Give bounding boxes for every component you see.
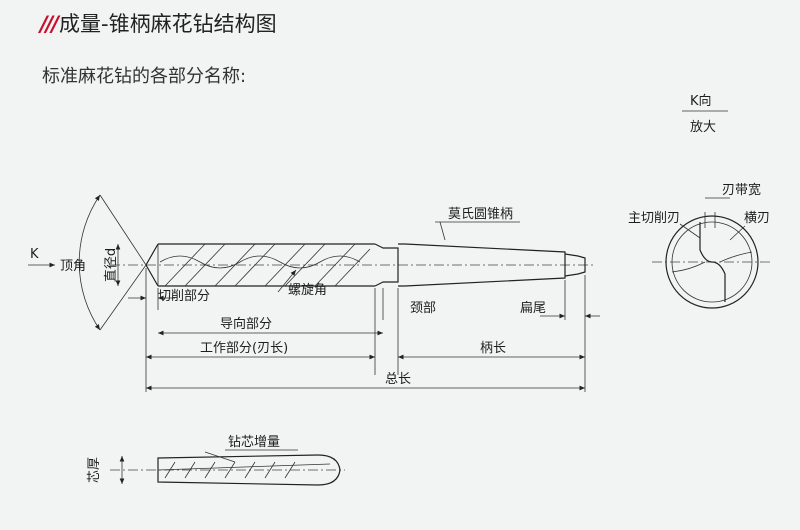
label-helix-angle: 螺旋角 [288, 283, 327, 298]
view-label-top: K向 [690, 93, 712, 109]
point-angle-arc [78, 194, 101, 331]
label-cutting-part: 切削部分 [158, 289, 210, 304]
label-k-arrow: K [30, 247, 39, 262]
main-cutting-edge-leader [679, 223, 701, 239]
drill-neck [374, 243, 399, 287]
label-web-thickness: 芯厚 [87, 457, 102, 483]
label-margin-width: 刃带宽 [722, 182, 761, 198]
label-morse-taper-shank: 莫氏圆锥柄 [448, 207, 513, 222]
core-section-hatch [164, 461, 296, 479]
label-point-angle: 顶角 [60, 259, 86, 274]
k-view [652, 215, 772, 309]
label-core-increase: 钻芯增量 [228, 435, 280, 450]
point-angle-line-bottom [99, 264, 147, 331]
point-angle-line-top [99, 194, 147, 266]
helix-angle-leader [277, 269, 297, 293]
core-increase-leader [204, 451, 236, 463]
view-label: K向 放大 [682, 93, 728, 135]
label-working-part: 工作部分(刃长) [200, 341, 288, 356]
title-mark: /// [40, 12, 59, 36]
shank-leader [439, 221, 446, 241]
k-view-chisel-edge-line [699, 222, 726, 302]
label-neck: 颈部 [410, 301, 436, 316]
extension-lines [145, 268, 586, 392]
subtitle: 标准麻花钻的各部分名称: [42, 66, 247, 87]
k-view-cutting-edges [671, 251, 753, 273]
page-title: ///成量-锥柄麻花钻结构图 [40, 8, 277, 38]
core-section [110, 454, 345, 486]
chisel-edge-leader [729, 225, 746, 241]
label-tang: 扁尾 [520, 301, 546, 316]
title-text: 成量-锥柄麻花钻结构图 [59, 12, 277, 36]
taper-shank [398, 243, 566, 287]
core-taper-line [157, 463, 331, 471]
drill-body [110, 243, 595, 287]
label-total-length: 总长 [385, 372, 411, 387]
tang [564, 253, 586, 277]
label-chisel-edge: 横刃 [744, 211, 770, 226]
flute-core-line [159, 255, 361, 269]
label-main-cutting-edge: 主切削刃 [628, 211, 680, 226]
label-diameter: 直径d [104, 248, 119, 282]
view-label-bottom: 放大 [690, 120, 716, 135]
label-shank-length: 柄长 [480, 341, 506, 356]
label-guide-part: 导向部分 [220, 316, 272, 332]
